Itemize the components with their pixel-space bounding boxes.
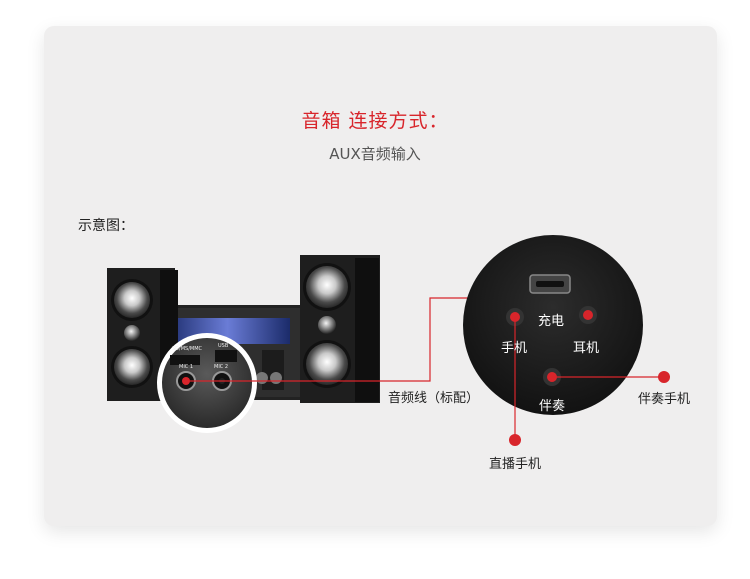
live-phone-callout: 直播手机 xyxy=(489,457,542,472)
phone-port-label: 手机 xyxy=(501,341,528,356)
jack-zoom-circle xyxy=(157,333,257,433)
right-speaker xyxy=(300,255,380,403)
live-phone-dot xyxy=(509,434,521,446)
accompaniment-phone-dot xyxy=(658,371,670,383)
cable-label: 音频线（标配） xyxy=(388,391,480,406)
control-panel xyxy=(463,235,643,415)
charge-label: 充电 xyxy=(538,314,565,329)
sd-slot-label: SD/MS/MMC xyxy=(172,346,203,352)
accompaniment-port-label: 伴奏 xyxy=(539,399,566,414)
accompaniment-phone-callout: 伴奏手机 xyxy=(638,392,691,407)
page-title: 音箱 连接方式： xyxy=(301,110,449,132)
page-subtitle: AUX音频输入 xyxy=(329,145,421,163)
earphone-label: 耳机 xyxy=(573,341,600,356)
diagram-label: 示意图： xyxy=(78,218,134,234)
usb-label: USB xyxy=(218,343,229,349)
mic2-label: MIC 2 xyxy=(214,364,228,370)
mic1-label: MIC 1 xyxy=(179,364,193,370)
